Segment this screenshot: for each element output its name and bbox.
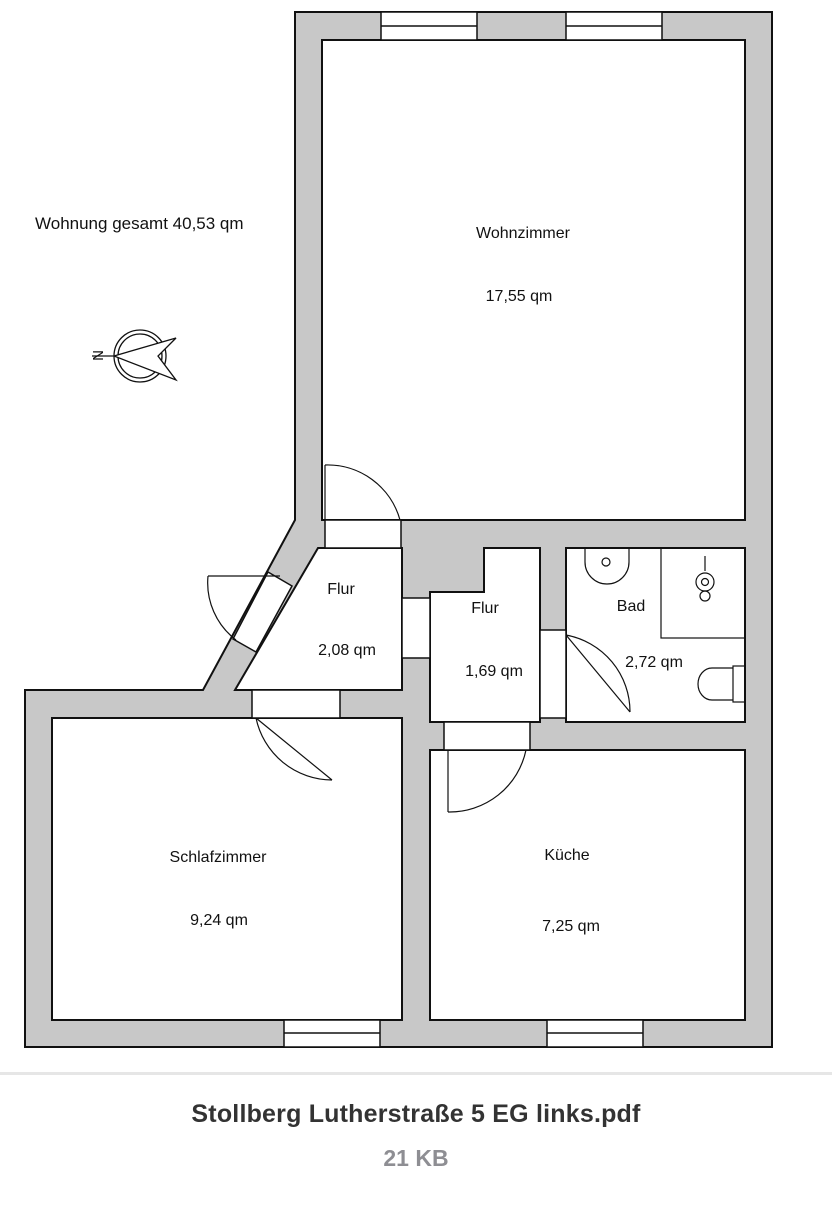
file-name: Stollberg Lutherstraße 5 EG links.pdf	[191, 1100, 641, 1128]
room-area-schlafzimmer: 9,24 qm	[190, 912, 248, 929]
door-swings	[207, 464, 631, 813]
room-area-flur2: 1,69 qm	[465, 663, 523, 680]
windows	[283, 11, 663, 1048]
floor-plan-drawing	[24, 11, 773, 1048]
room-schlafzimmer	[51, 717, 403, 1021]
file-size: 21 KB	[383, 1145, 449, 1171]
pdf-preview[interactable]: Wohnung gesamt 40,53 qm N Wohnzimmer 17,…	[0, 0, 832, 1075]
room-area-wohnzimmer: 17,55 qm	[485, 288, 553, 305]
room-bad	[565, 547, 746, 723]
room-flur2	[429, 547, 541, 723]
room-name-flur2: Flur	[471, 600, 499, 617]
room-name-bad: Bad	[616, 598, 646, 615]
room-area-bad: 2,72 qm	[625, 654, 683, 671]
door-openings	[231, 519, 567, 751]
room-kueche	[429, 749, 746, 1021]
bath-fixtures	[584, 547, 746, 703]
compass-north-letter: N	[89, 350, 107, 361]
room-name-kueche: Küche	[544, 847, 590, 864]
room-area-flur1: 2,08 qm	[318, 642, 376, 659]
file-info-footer	[0, 1075, 832, 1208]
total-area-label: Wohnung gesamt 40,53 qm	[35, 214, 244, 233]
room-name-flur1: Flur	[327, 581, 355, 598]
passage	[401, 597, 431, 659]
room-wohnzimmer	[321, 39, 746, 521]
room-name-schlafzimmer: Schlafzimmer	[169, 849, 267, 866]
room-name-wohnzimmer: Wohnzimmer	[476, 225, 570, 242]
room-area-kueche: 7,25 qm	[542, 918, 600, 935]
compass-icon	[92, 329, 178, 383]
